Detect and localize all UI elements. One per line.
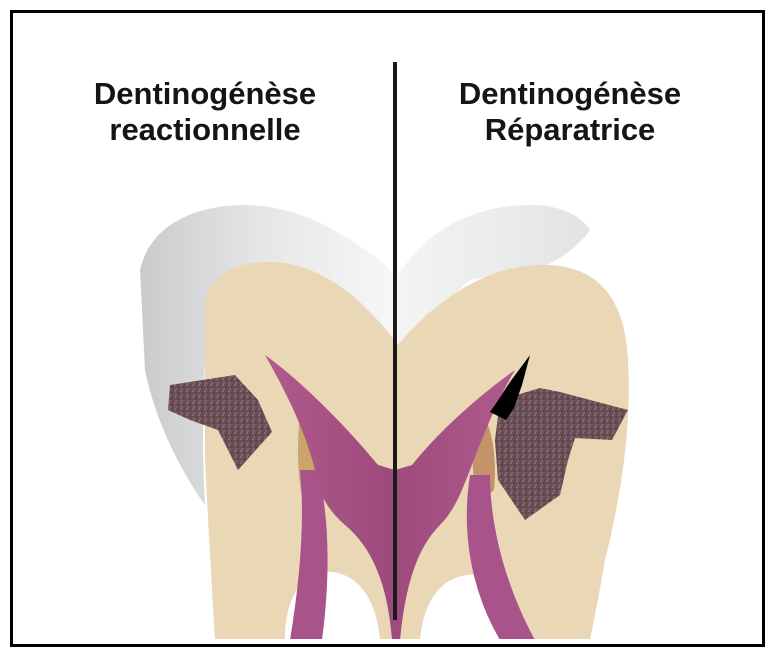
tooth-diagram (0, 0, 777, 657)
